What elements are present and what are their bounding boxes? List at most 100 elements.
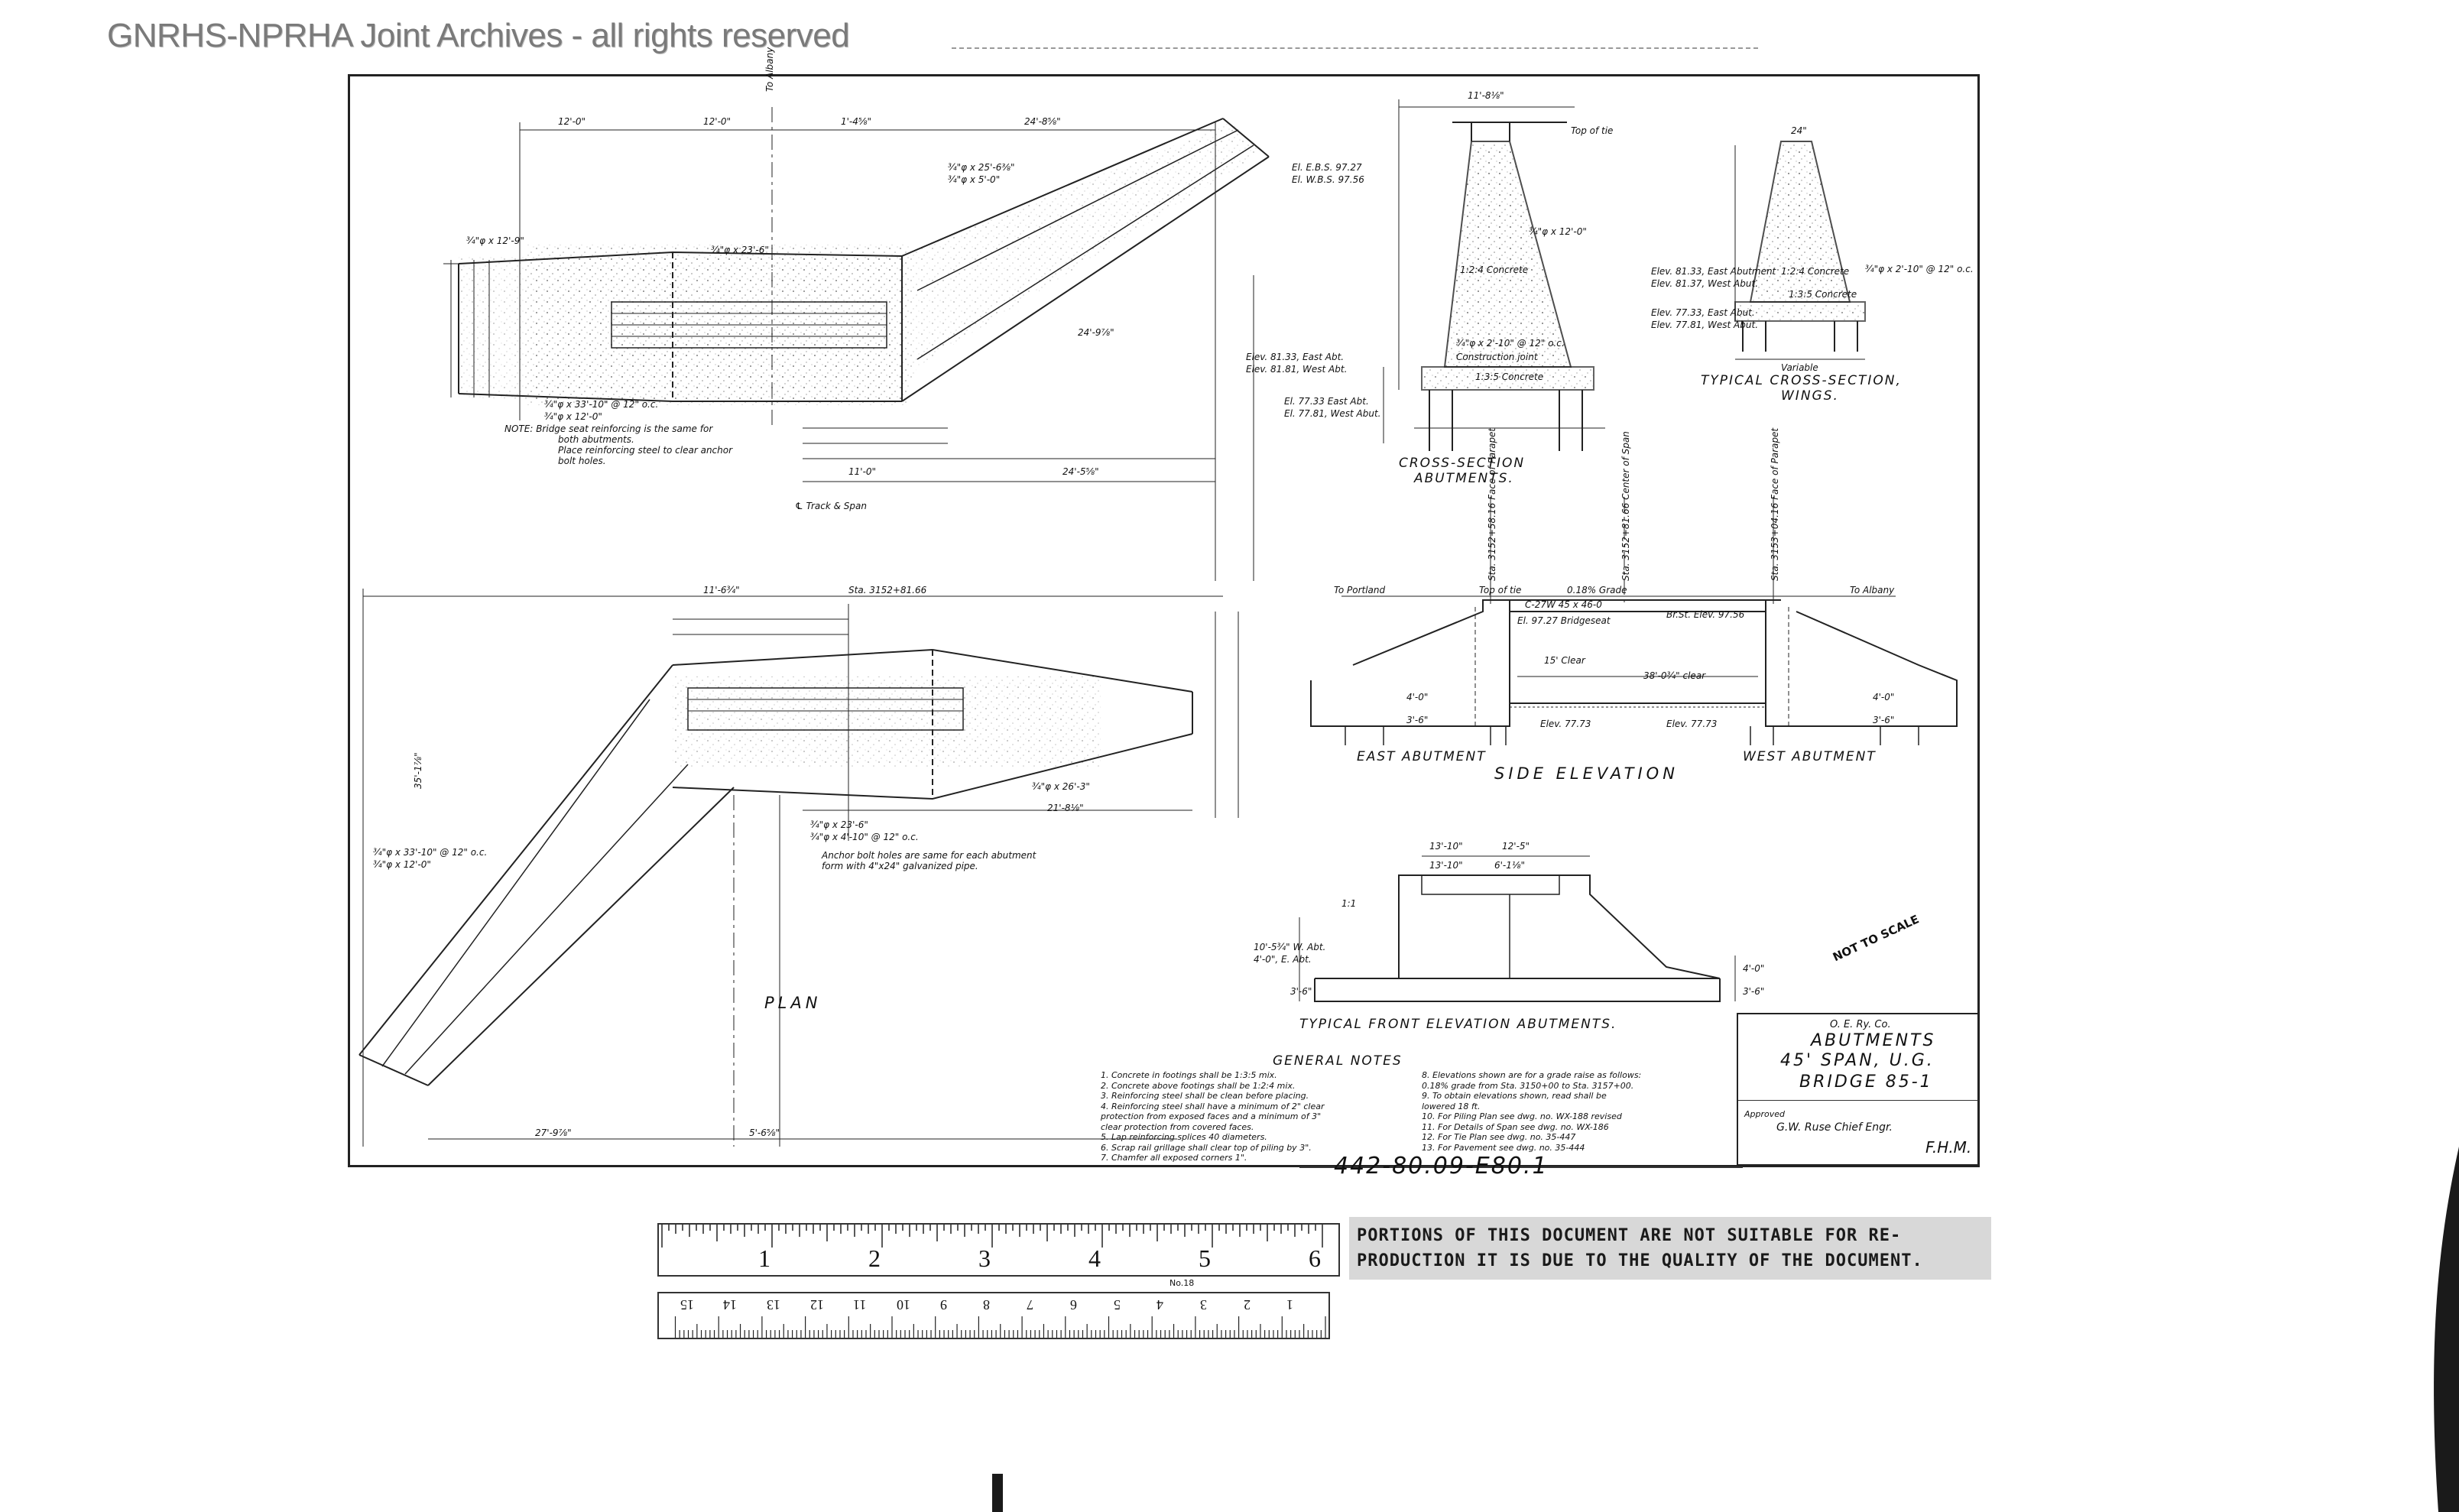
se-dim-3-6-west: 3'-6" [1873, 715, 1895, 725]
xw-title-1: TYPICAL CROSS-SECTION, [1701, 373, 1902, 388]
se-elev-77-east: Elev. 77.73 [1540, 719, 1591, 729]
title-signature: G.W. Ruse Chief Engr. [1776, 1121, 1893, 1134]
xs-abut-title-2: ABUTMENTS. [1414, 471, 1514, 486]
se-sta-face-east: Sta. 3152+58.16 Face of Parapet [1487, 427, 1497, 581]
plan-bar-7: ¾"φ x 23'-6" [711, 245, 769, 255]
fe-west-abt: 10'-5¾" W. Abt. [1254, 942, 1326, 952]
plan2-dim-21-8: 21'-8⅛" [1047, 803, 1084, 813]
fe-ratio: 1:1 [1341, 898, 1357, 909]
se-sta-face-west: Sta. 3153+04.16 Face of Parapet [1770, 427, 1780, 581]
archive-watermark: GNRHS-NPRHA Joint Archives - all rights … [107, 17, 850, 54]
xw-elev-77-east: Elev. 77.33, East Abut. [1651, 307, 1755, 318]
note-line: 4. Reinforcing steel shall have a minimu… [1101, 1101, 1325, 1111]
fe-east-abt: 4'-0", E. Abt. [1254, 954, 1312, 965]
se-grade: 0.18% Grade [1567, 585, 1627, 595]
side-elevation [1310, 497, 1958, 745]
plan-dim-12-b: 12'-0" [703, 116, 732, 127]
xs-bar-b: ¾"φ x 12'-0" [1529, 226, 1587, 237]
se-west-abutment: WEST ABUTMENT [1743, 749, 1877, 764]
plan-dim-24-9: 24'-9⅞" [1078, 327, 1114, 338]
xw-elev-77-west: Elev. 77.81, West Abut. [1651, 320, 1759, 330]
plan-el-ebs: El. E.B.S. 97.27 [1292, 162, 1362, 173]
note-line: clear protection from covered faces. [1101, 1121, 1254, 1132]
plan-view-top [443, 107, 1270, 581]
ruler-cm-num: 7 [1027, 1297, 1034, 1312]
plan-bar-2: ¾"φ x 25'-6⅜" [948, 162, 1015, 173]
note-line: 0.18% grade from Sta. 3150+00 to Sta. 31… [1422, 1080, 1634, 1091]
se-east-abutment: EAST ABUTMENT [1357, 749, 1487, 764]
xw-bar-a: ¾"φ x 2'-10" @ 12" o.c. [1865, 264, 1974, 274]
note-line: protection from exposed faces and a mini… [1101, 1111, 1322, 1121]
xw-elev-east: Elev. 81.33, East Abutment [1651, 266, 1776, 277]
plan2-bar-6: ¾"φ x 26'-3" [1032, 781, 1090, 792]
title-initials: F.H.M. [1925, 1138, 1972, 1157]
note-line: 10. For Piling Plan see dwg. no. WX-188 … [1422, 1111, 1622, 1121]
se-clear-38: 38'-0¾" clear [1643, 670, 1706, 681]
plan-dim-24-8: 24'-8⅝" [1024, 116, 1061, 127]
note-line: 9. To obtain elevations shown, read shal… [1422, 1091, 1607, 1101]
xs-dim-11-8: 11'-8⅛" [1468, 90, 1504, 101]
plan2-anchor-b: form with 4"x24" galvanized pipe. [822, 861, 978, 871]
plan-dim-1-4: 1'-4⅝" [841, 116, 872, 127]
ruler-num: 4 [1088, 1244, 1101, 1272]
plan2-bar-7: ¾"φ x 23'-6" [810, 819, 868, 830]
plan2-bar-5: ¾"φ x 12'-0" [373, 859, 431, 870]
plan-note-d: bolt holes. [558, 456, 606, 466]
plan-to-albany: To Albany [764, 47, 775, 92]
title-line-3: BRIDGE 85-1 [1799, 1072, 1933, 1092]
se-bridge-seat: El. 97.27 Bridgeseat [1517, 615, 1611, 626]
drawing-number: 442-80.09-E80.1 [1334, 1153, 1549, 1179]
cross-section-abutments [1383, 99, 1605, 451]
xs-concrete2: 1:3:5 Concrete [1475, 372, 1544, 382]
xs-concrete: 1:2:4 Concrete [1460, 264, 1529, 275]
xs-construction-joint: Construction joint [1456, 352, 1538, 362]
se-elev-77-west: Elev. 77.73 [1666, 719, 1718, 729]
ruler-num: 3 [978, 1244, 991, 1272]
ruler-cm-num: 13 [766, 1297, 780, 1312]
plan-el-wbs: El. W.B.S. 97.56 [1292, 174, 1364, 185]
xw-concrete: 1:2:4 Concrete [1781, 266, 1850, 277]
warning-line-1: PORTIONS OF THIS DOCUMENT ARE NOT SUITAB… [1357, 1226, 1902, 1245]
se-dim-4-0-west: 4'-0" [1873, 692, 1895, 702]
plan2-dim-35-1: 35'-1⅞" [413, 752, 423, 789]
xw-title-2: WINGS. [1781, 388, 1839, 404]
plan-dim-12-a: 12'-0" [558, 116, 586, 127]
plan-note-b: both abutments. [558, 434, 634, 445]
xs-abut-title-1: CROSS-SECTION [1399, 456, 1526, 471]
quality-warning-stamp: PORTIONS OF THIS DOCUMENT ARE NOT SUITAB… [1349, 1217, 1991, 1280]
se-span: C-27W 45 x 46-0 [1525, 599, 1602, 610]
ruler-cm-num: 8 [983, 1297, 991, 1312]
ruler-num: 2 [868, 1244, 881, 1272]
note-line: 13. For Pavement see dwg. no. 35-444 [1422, 1142, 1585, 1153]
xs-bar-a: ¾"φ x 2'-10" @ 12" o.c. [1456, 338, 1565, 349]
note-line: lowered 18 ft. [1422, 1101, 1481, 1111]
ruler-cm-num: 4 [1157, 1297, 1164, 1312]
plan-note-a: NOTE: Bridge seat reinforcing is the sam… [504, 423, 713, 434]
se-sta-center: Sta. 3152+81.66 Center of Span [1620, 431, 1631, 581]
ruler-cm-num: 14 [723, 1297, 738, 1312]
ruler-num: 6 [1309, 1244, 1321, 1272]
plan2-sta: Sta. 3152+81.66 [848, 585, 927, 595]
ruler-caption: No.18 [1169, 1278, 1195, 1288]
ruler-cm-num: 9 [939, 1297, 947, 1312]
plan2-dim-11-6: 11'-6¾" [703, 585, 740, 595]
plan-el-77-west: El. 77.81, West Abut. [1284, 408, 1381, 419]
note-line: 8. Elevations shown are for a grade rais… [1422, 1070, 1642, 1080]
fe-dim-12-5: 12'-5" [1502, 841, 1530, 852]
ruler-num: 1 [758, 1244, 770, 1272]
ruler-inches: 1 2 3 4 5 6 [657, 1223, 1340, 1277]
note-line: 7. Chamfer all exposed corners 1". [1101, 1153, 1247, 1163]
general-notes-left: 1. Concrete in footings shall be 1:3:5 m… [1101, 1070, 1325, 1163]
plan-note-c: Place reinforcing steel to clear anchor [558, 445, 733, 456]
plan-el-77-east: El. 77.33 East Abt. [1284, 396, 1369, 407]
front-elevation [1299, 855, 1736, 1002]
ruler-inches-ticks [661, 1225, 1323, 1248]
ruler-cm-num: 2 [1243, 1297, 1251, 1312]
plan-view-title: PLAN [764, 994, 822, 1012]
plan-track-span: ℄ Track & Span [795, 501, 867, 511]
ruler-num: 5 [1199, 1244, 1211, 1272]
title-line-1: ABUTMENTS [1811, 1031, 1936, 1050]
plan-bar-5: ¾"φ x 12'-0" [544, 411, 602, 422]
plan-bar-4: ¾"φ x 33'-10" @ 12" o.c. [544, 399, 659, 410]
